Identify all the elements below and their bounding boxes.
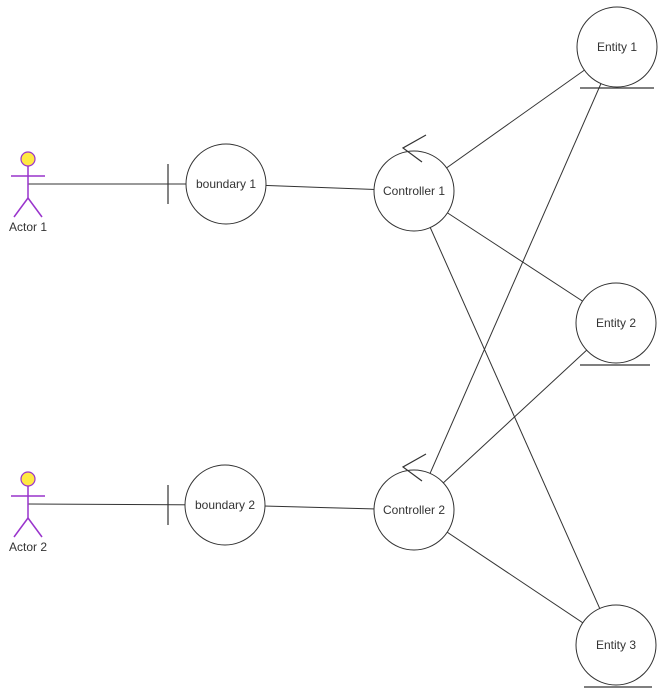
- entity-2-node[interactable]: Entity 2: [575, 282, 657, 366]
- boundary-2-label: boundary 2: [195, 498, 255, 512]
- actor-left-leg-icon: [13, 197, 29, 218]
- controller-2-circle[interactable]: [373, 469, 455, 551]
- entity-1-label: Entity 1: [597, 40, 637, 54]
- edge-controller2-entity2[interactable]: [413, 322, 617, 511]
- entity-3-node[interactable]: Entity 3: [575, 604, 657, 688]
- controller-arrow-icon: [401, 453, 427, 482]
- boundary-1-circle[interactable]: [185, 143, 267, 225]
- boundary-2-node[interactable]: boundary 2: [167, 464, 266, 546]
- actor-head-icon: [20, 151, 36, 167]
- controller-arrow-icon: [401, 134, 427, 163]
- controller-2-label: Controller 2: [383, 503, 445, 517]
- actor-right-leg-icon: [27, 517, 43, 538]
- edge-controller1-entity3[interactable]: [413, 190, 617, 646]
- boundary-1-node[interactable]: boundary 1: [167, 143, 267, 225]
- actor-head-icon: [20, 471, 36, 487]
- controller-1-label: Controller 1: [383, 184, 445, 198]
- actor-2-label: Actor 2: [9, 540, 47, 554]
- entity-1-circle[interactable]: [576, 6, 658, 88]
- boundary-2-circle[interactable]: [184, 464, 266, 546]
- controller-1-node[interactable]: Controller 1: [373, 134, 455, 232]
- boundary-1-label: boundary 1: [196, 177, 256, 191]
- entity-2-label: Entity 2: [596, 316, 636, 330]
- actor-1-label: Actor 1: [9, 220, 47, 234]
- entity-3-circle[interactable]: [575, 604, 657, 686]
- controller-2-node[interactable]: Controller 2: [373, 453, 455, 551]
- edge-controller1-entity1[interactable]: [413, 46, 618, 192]
- edges: [27, 46, 618, 646]
- actor-left-leg-icon: [13, 517, 29, 538]
- controller-1-circle[interactable]: [373, 150, 455, 232]
- actor-1-node[interactable]: Actor 1: [9, 151, 47, 234]
- actor-right-leg-icon: [27, 197, 43, 218]
- entity-2-circle[interactable]: [575, 282, 657, 364]
- actor-2-node[interactable]: Actor 2: [9, 471, 47, 554]
- entity-1-node[interactable]: Entity 1: [576, 6, 658, 89]
- entity-3-label: Entity 3: [596, 638, 636, 652]
- edge-controller2-entity1[interactable]: [413, 46, 618, 511]
